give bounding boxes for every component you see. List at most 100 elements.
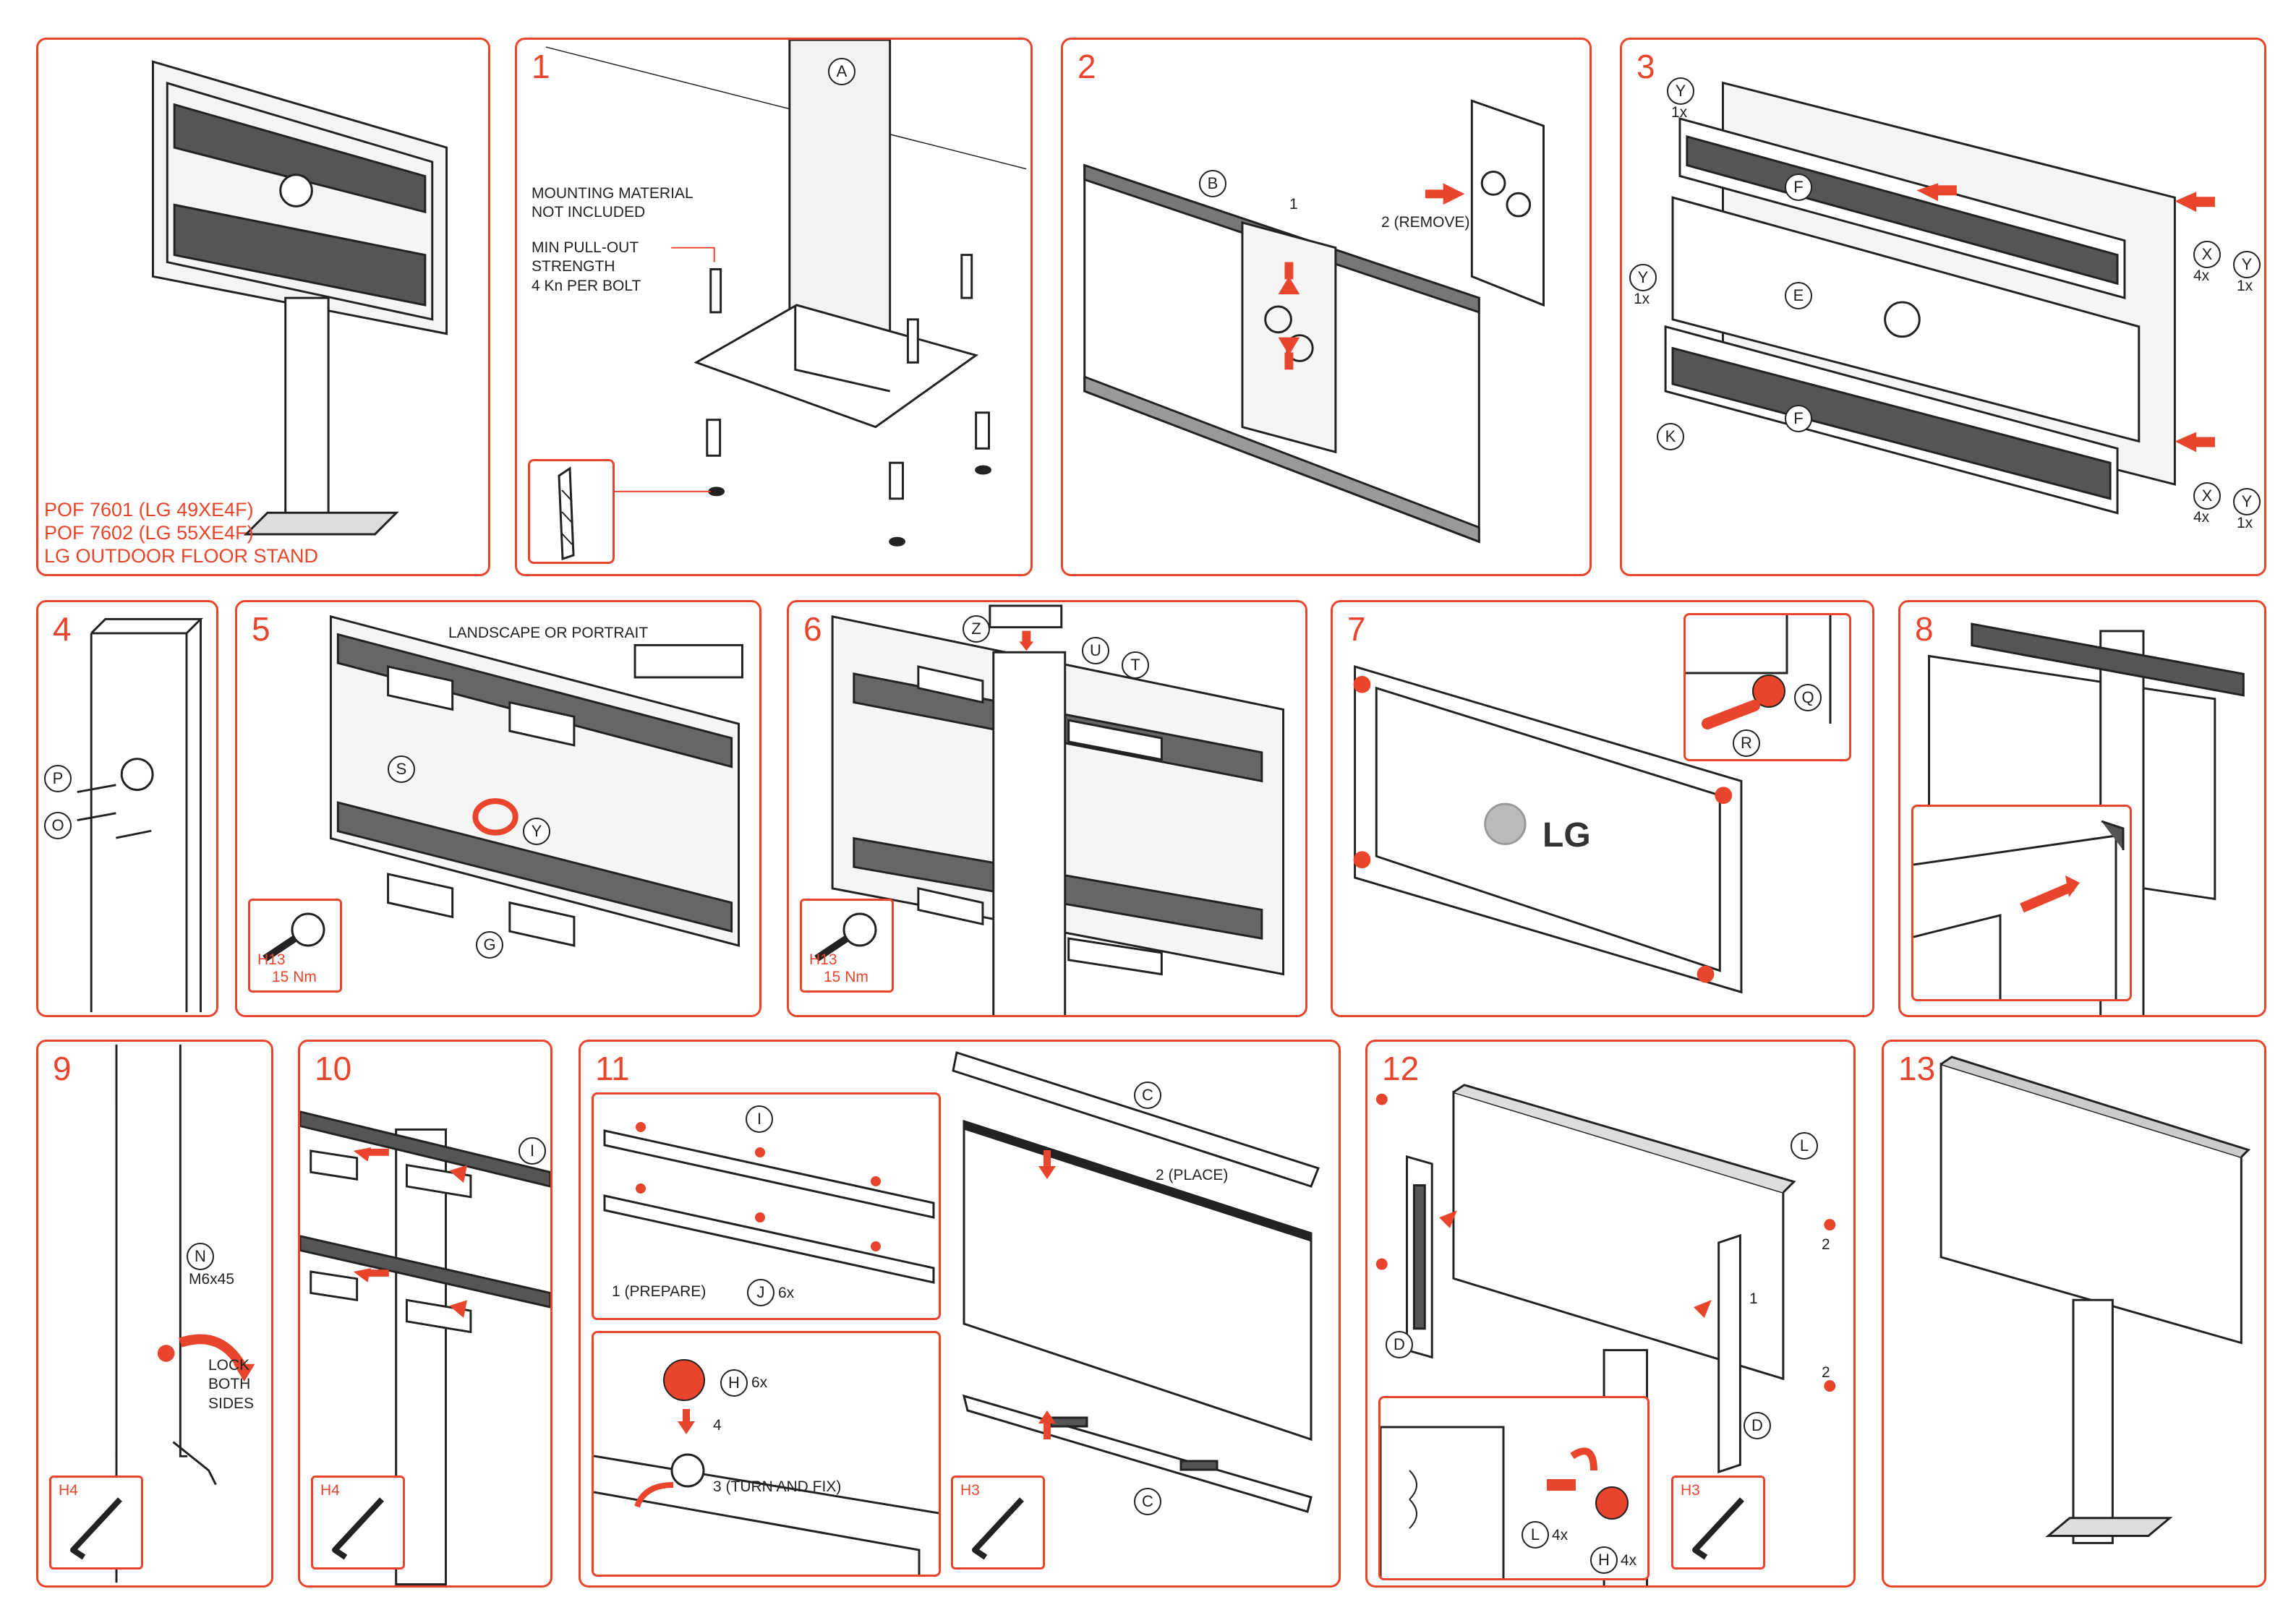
- count-label: 4x: [2193, 509, 2210, 526]
- step-number: 7: [1347, 610, 1366, 648]
- step-11-panel: 11 I 1 (PREPARE) J 6x H: [579, 1040, 1341, 1588]
- part-s-marker: S: [388, 755, 415, 783]
- cover-line-3: LG OUTDOOR FLOOR STAND: [44, 544, 319, 567]
- part-f-marker: F: [1785, 174, 1812, 201]
- part-t-marker: T: [1122, 651, 1149, 679]
- step-6-panel: 6 Z U T H13 15 Nm: [787, 600, 1307, 1017]
- hex-key-tool: H4: [311, 1476, 405, 1570]
- display-back-illustration: [1353, 665, 1743, 994]
- step-10-panel: 10 I H4: [298, 1040, 552, 1588]
- top-cover-illustration: [952, 1051, 1320, 1513]
- part-j-marker: J: [747, 1279, 774, 1306]
- step-3-panel: 3 Y 1x F E Y 1x K F X 4x Y 1x X 4x Y 1x: [1620, 38, 2266, 576]
- step-2-label: 2: [1822, 1364, 1830, 1381]
- display-mount-illustration: [831, 604, 1285, 1015]
- wrench-h13-tool: H13 15 Nm: [800, 899, 894, 993]
- hex-key-icon: [70, 1497, 122, 1560]
- part-l-marker: L: [1791, 1132, 1818, 1160]
- step-number: 3: [1636, 48, 1655, 85]
- cap-detail-inset: Q R: [1683, 613, 1851, 761]
- part-i-marker: I: [746, 1105, 773, 1133]
- step-number: 13: [1898, 1050, 1936, 1087]
- step-12-panel: 12 L 2 1 2 D D L 4x H 4x: [1365, 1040, 1856, 1588]
- part-y-marker: Y: [2233, 488, 2261, 515]
- part-y-marker: Y: [1667, 77, 1694, 105]
- cover-panel: POF 7601 (LG 49XE4F) POF 7602 (LG 55XE4F…: [36, 38, 490, 576]
- part-g-marker: G: [476, 931, 503, 959]
- count-label: 6x: [751, 1374, 768, 1391]
- lock-note: LOCK BOTH SIDES: [208, 1356, 254, 1413]
- step-number: 8: [1915, 610, 1934, 648]
- count-label: 1x: [2237, 515, 2253, 531]
- part-y-marker: Y: [523, 818, 550, 845]
- mounting-material-note: MOUNTING MATERIAL NOT INCLUDED: [532, 184, 694, 223]
- base-mount-illustration: [545, 40, 1027, 547]
- part-p-marker: P: [44, 765, 72, 792]
- cap-detail-illustration: [1686, 615, 1832, 729]
- part-c-marker: C: [1134, 1488, 1161, 1515]
- tool-torque: 15 Nm: [272, 969, 317, 985]
- cap-turn-illustration: [594, 1359, 939, 1575]
- part-l-marker: L: [1522, 1521, 1549, 1549]
- count-label: 4x: [1621, 1552, 1637, 1569]
- note-line: MIN PULL-OUT: [532, 239, 639, 256]
- step-1-panel: 1 A MOUNTING MATERIAL NOT INCLUDED MIN P…: [515, 38, 1033, 576]
- part-i-marker: I: [518, 1137, 546, 1165]
- step-8-panel: 8: [1898, 600, 2266, 1017]
- step-13-panel: 13: [1882, 1040, 2266, 1588]
- step-5-panel: 5 LANDSCAPE OR PORTRAIT S Y G H13 15 Nm: [235, 600, 761, 1017]
- bracket-removal-illustration: [1083, 99, 1545, 544]
- step-number: 9: [53, 1050, 72, 1087]
- orientation-note: LANDSCAPE OR PORTRAIT: [448, 625, 649, 641]
- cover-line-1: POF 7601 (LG 49XE4F): [44, 499, 254, 521]
- note-line: NOT INCLUDED: [532, 204, 646, 221]
- turn-fix-label: 3 (TURN AND FIX): [713, 1478, 842, 1495]
- note-line: STRENGTH: [532, 258, 615, 275]
- bracket-install-illustration: [329, 614, 743, 947]
- step-number: 12: [1382, 1050, 1420, 1087]
- part-o-marker: O: [44, 812, 72, 839]
- step-number: 4: [53, 610, 72, 648]
- cap-detail-inset: L 4x H 4x: [1378, 1396, 1650, 1580]
- drill-bit-icon: [558, 466, 575, 561]
- step-number: 1: [532, 48, 550, 85]
- step-4-panel: 4 P O: [36, 600, 218, 1017]
- part-d-marker: D: [1386, 1331, 1413, 1358]
- tool-size: H4: [59, 1482, 78, 1499]
- drill-inset: [528, 459, 615, 564]
- part-u-marker: U: [1082, 637, 1109, 664]
- note-line: 4 Kn PER BOLT: [532, 277, 641, 294]
- part-z-marker: Z: [963, 615, 990, 643]
- finished-stand-illustration: [1939, 1055, 2251, 1544]
- sub-step-4-label: 4: [713, 1417, 722, 1434]
- note-line: BOTH: [208, 1376, 251, 1393]
- part-r-marker: R: [1733, 729, 1760, 757]
- hook-detail-inset: [1911, 805, 2132, 1001]
- note-line: SIDES: [208, 1395, 255, 1412]
- prepare-label: 1 (PREPARE): [612, 1283, 707, 1300]
- hook-detail-illustration: [1913, 820, 2125, 999]
- count-label: 1x: [1634, 291, 1650, 307]
- stand-overview-illustration: [151, 60, 448, 536]
- bolt-size-label: M6x45: [189, 1271, 235, 1288]
- part-a-marker: A: [828, 58, 855, 85]
- hex-key-tool: H3: [951, 1476, 1045, 1570]
- part-k-marker: K: [1657, 423, 1684, 450]
- part-x-marker: X: [2193, 241, 2221, 268]
- part-y-marker: Y: [1629, 264, 1657, 291]
- part-x-marker: X: [2193, 482, 2221, 510]
- place-label: 2 (PLACE): [1156, 1167, 1229, 1183]
- side-cap-illustration: [1380, 1426, 1629, 1578]
- note-line: LOCK: [208, 1357, 250, 1374]
- step-number: 10: [315, 1050, 352, 1087]
- wrench-icon: [814, 912, 877, 962]
- strip-preparation-illustration: [603, 1122, 935, 1284]
- tool-size: H13: [809, 951, 837, 968]
- column-illustration: [77, 617, 204, 1013]
- part-h-marker: H: [720, 1369, 748, 1397]
- part-f-marker: F: [1785, 405, 1812, 432]
- count-label: 1x: [1671, 104, 1688, 121]
- turn-fix-inset: H 6x 4 3 (TURN AND FIX): [592, 1331, 941, 1577]
- note-line: MOUNTING MATERIAL: [532, 185, 694, 202]
- wrench-h13-tool: H13 15 Nm: [248, 899, 342, 993]
